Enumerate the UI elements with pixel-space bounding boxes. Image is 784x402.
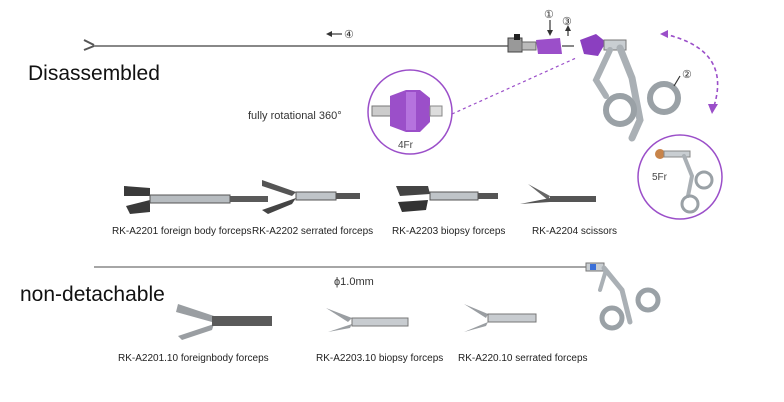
handle-detail: [655, 149, 714, 214]
marker-4: ④: [344, 29, 354, 41]
shaft-connector: [507, 34, 537, 53]
tip-foreign-body-forceps: [124, 186, 268, 214]
caption-rk-a220-10: RK-A220.10 serrated forceps: [458, 353, 588, 364]
marker-2: ②: [682, 69, 692, 81]
tip-scissors: [520, 184, 596, 204]
section-title-disassembled: Disassembled: [28, 62, 160, 85]
caption-rk-a2203: RK-A2203 biopsy forceps: [392, 226, 506, 237]
caption-rk-a2203-10: RK-A2203.10 biopsy forceps: [316, 353, 444, 364]
knob-pointer-line: [451, 57, 577, 115]
knob-detail: [371, 90, 443, 132]
tip-biopsy-forceps: [396, 186, 498, 212]
marker-3: ③: [562, 16, 572, 28]
marker-1: ①: [544, 9, 554, 21]
caption-rk-a2201: RK-A2201 foreign body forceps: [112, 226, 252, 237]
handle-detail-circle: [637, 134, 723, 220]
diameter-label: ϕ1.0mm: [334, 276, 374, 288]
caption-rk-a2202: RK-A2202 serrated forceps: [252, 226, 374, 237]
caption-rk-a2204: RK-A2204 scissors: [532, 226, 618, 237]
five-fr-label: 5Fr: [652, 172, 667, 183]
section-title-non-detachable: non-detachable: [20, 283, 165, 306]
rotation-knob: [536, 38, 574, 54]
rotation-arc: [663, 33, 719, 113]
instrument-tip: [83, 39, 95, 51]
tip-serrated-forceps: [262, 180, 360, 214]
tip-foreignbody-forceps-10: [176, 304, 272, 340]
nondetachable-handle: [585, 262, 661, 331]
tip-biopsy-forceps-10: [326, 308, 409, 332]
rotation-callout: fully rotational 360°: [248, 110, 342, 122]
handle-assembly: [580, 34, 681, 142]
tip-serrated-forceps-10: [464, 304, 537, 332]
caption-rk-a2201-10: RK-A2201.10 foreignbody forceps: [118, 353, 269, 364]
four-fr-label: 4Fr: [398, 140, 413, 151]
